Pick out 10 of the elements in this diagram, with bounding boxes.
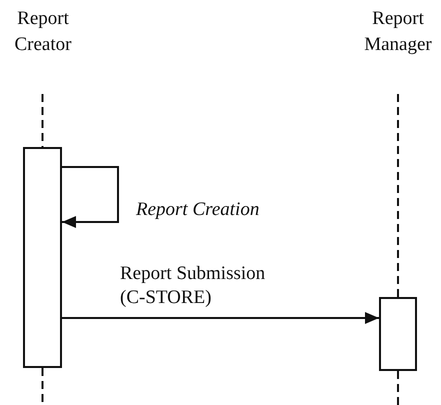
lifeline: [42, 94, 44, 147]
self-message-arrow: [62, 166, 119, 228]
participant-label: Report Manager: [355, 6, 441, 58]
activation-bar: [23, 147, 62, 368]
activation-bar: [379, 297, 417, 371]
lifeline: [397, 94, 399, 297]
message-arrow: [62, 312, 379, 324]
lifeline: [42, 368, 44, 405]
lifeline: [397, 371, 399, 405]
participant-label: Report Creator: [2, 6, 84, 58]
